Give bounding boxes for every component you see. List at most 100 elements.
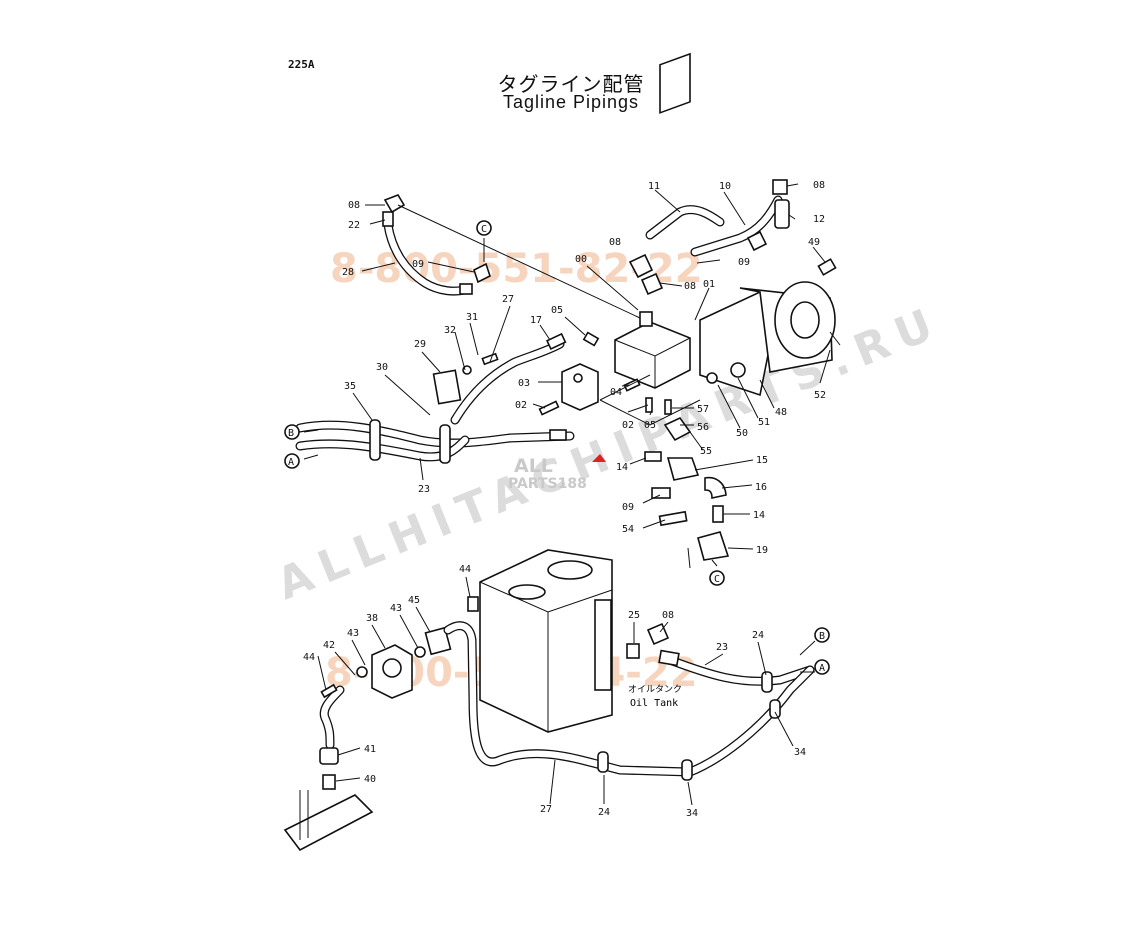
callout-10: 10 <box>719 181 731 192</box>
callout-02: 02 <box>622 420 634 431</box>
callout-49: 49 <box>808 237 820 248</box>
callout-05: 05 <box>644 420 656 431</box>
connector-09-lower <box>651 487 671 499</box>
bolt-44 <box>320 683 338 699</box>
fitting-05 <box>639 311 653 327</box>
connector-09 <box>473 262 491 284</box>
callout-52: 52 <box>814 390 826 401</box>
callout-a: A <box>819 663 825 674</box>
callout-51: 51 <box>758 417 770 428</box>
valve-block-assembly <box>538 52 701 426</box>
callout-b: B <box>288 428 294 439</box>
watermark-logo-top: ALL <box>514 455 553 477</box>
callout-08: 08 <box>813 180 825 191</box>
callout-43: 43 <box>390 603 402 614</box>
callout-55: 55 <box>700 446 712 457</box>
elbow-08-top <box>772 179 788 195</box>
callout-00: 00 <box>575 254 587 265</box>
leader-lines <box>303 183 831 806</box>
callout-02: 02 <box>515 400 527 411</box>
callout-45: 45 <box>408 595 420 606</box>
callout-09: 09 <box>412 259 424 270</box>
clamp-30 <box>439 424 451 464</box>
ref-circle-c-bottom <box>709 570 725 586</box>
callout-41: 41 <box>364 744 376 755</box>
bolt-02 <box>538 400 560 416</box>
adapter-41 <box>319 747 339 765</box>
callout-54: 54 <box>622 524 634 535</box>
callout-17: 17 <box>530 315 542 326</box>
callout-43: 43 <box>347 628 359 639</box>
callout-31: 31 <box>466 312 478 323</box>
ref-circle-b-right <box>814 627 830 643</box>
ref-circle-a-left <box>284 453 300 469</box>
callout-35: 35 <box>344 381 356 392</box>
callout-16: 16 <box>755 482 767 493</box>
callout-27: 27 <box>540 804 552 815</box>
callout-56: 56 <box>697 422 709 433</box>
flange-45 <box>424 626 452 656</box>
callout-09: 09 <box>622 502 634 513</box>
block-03 <box>561 363 599 411</box>
hose-end-fitting <box>459 283 473 295</box>
bolt-49 <box>817 258 837 276</box>
callout-19: 19 <box>756 545 768 556</box>
fitting-25 <box>626 643 640 659</box>
adapter-40 <box>322 774 336 790</box>
callout-14: 14 <box>616 462 628 473</box>
oil-tank-label-en: Oil Tank <box>630 698 678 709</box>
callout-25: 25 <box>628 610 640 621</box>
connector-09 <box>640 272 664 296</box>
clamp-35 <box>369 419 381 461</box>
callout-11: 11 <box>648 181 660 192</box>
bolt-02b <box>645 397 653 413</box>
elbow-08 <box>628 253 654 279</box>
hose-fitting-22 <box>382 211 394 227</box>
callout-24: 24 <box>752 630 764 641</box>
hose-bundle-left <box>295 352 575 464</box>
callout-04: 04 <box>610 387 622 398</box>
nipple-14 <box>712 505 724 523</box>
page-code: 225A <box>288 58 315 71</box>
reference-circles <box>284 220 830 675</box>
ref-circle-c-top <box>476 220 492 236</box>
callout-28: 28 <box>342 267 354 278</box>
plate-29 <box>432 369 462 405</box>
callout-c: C <box>481 224 487 235</box>
callout-44: 44 <box>459 564 471 575</box>
callout-b: B <box>819 631 825 642</box>
oil-tank-body <box>479 549 613 733</box>
bracket-01 <box>659 52 691 114</box>
hose-end-23-lower <box>658 649 680 667</box>
callout-30: 30 <box>376 362 388 373</box>
fitting-05b <box>582 331 600 347</box>
suction-pipe <box>283 794 374 852</box>
callout-34: 34 <box>794 747 806 758</box>
clamp-24 <box>761 671 773 693</box>
callout-24: 24 <box>598 807 610 818</box>
callout-12: 12 <box>813 214 825 225</box>
drum-hub <box>790 301 820 339</box>
callout-01: 01 <box>703 279 715 290</box>
bolt-44-top <box>467 596 479 612</box>
pump-port <box>382 658 402 678</box>
bolt-57 <box>664 399 672 415</box>
hose-27-upper <box>450 332 567 425</box>
fitting-14 <box>644 451 662 462</box>
bolt-31 <box>481 352 499 366</box>
fitting-12 <box>774 199 790 229</box>
upper-left-hose-group <box>382 194 641 319</box>
fittings-centre <box>644 399 730 569</box>
callout-38: 38 <box>366 613 378 624</box>
callout-27: 27 <box>502 294 514 305</box>
ref-circle-a-right <box>814 659 830 675</box>
washer-50 <box>706 372 718 384</box>
callout-57: 57 <box>697 404 709 415</box>
callout-a: A <box>288 457 294 468</box>
callout-29: 29 <box>414 339 426 350</box>
ref-circle-b-left <box>284 424 300 440</box>
oil-tank-label-jp: オイルタンク <box>628 684 682 695</box>
callout-50: 50 <box>736 428 748 439</box>
